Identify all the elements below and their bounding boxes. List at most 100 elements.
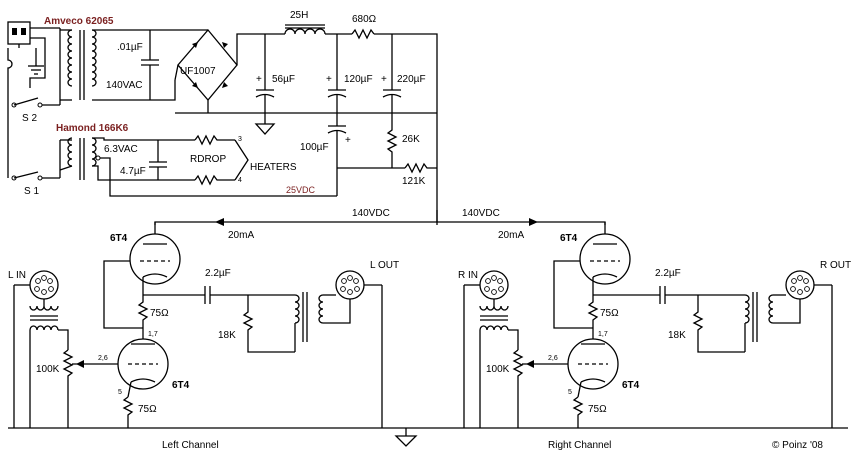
heaters-label: HEATERS xyxy=(250,162,297,173)
bridge-rectifier-icon xyxy=(174,28,238,102)
rdrop-resistor-1-icon xyxy=(194,134,235,146)
left-output-label: L OUT xyxy=(370,260,399,271)
cap-c2-label: 120µF xyxy=(344,74,373,85)
ac-plug-icon xyxy=(7,21,31,48)
right-output-transformer-icon xyxy=(744,292,774,352)
left-res-top-label: 75Ω xyxy=(150,308,169,319)
transformer-2-label: Hamond 166K6 xyxy=(56,123,129,134)
right-coupling-cap-label: 2.2µF xyxy=(655,268,681,279)
rdrop-label: RDROP xyxy=(190,154,226,165)
left-load-res-icon xyxy=(242,295,295,353)
right-res-bottom-label: 75Ω xyxy=(588,404,607,415)
cap-c4-label: 100µF xyxy=(300,142,329,153)
left-output-transformer-icon xyxy=(294,292,324,352)
right-load-res-label: 18K xyxy=(668,330,686,341)
right-pin26: 2,6 xyxy=(548,355,558,362)
right-output-label: R OUT xyxy=(820,260,851,271)
left-res-bottom-label: 75Ω xyxy=(138,404,157,415)
secondary-voltage-label: 140VAC xyxy=(106,80,143,91)
right-output-din-icon xyxy=(785,270,815,300)
rectifier-label: UF1007 xyxy=(180,66,216,77)
left-current-label: 20mA xyxy=(228,230,254,241)
left-pot-arrow-icon xyxy=(76,360,84,368)
left-load-res-label: 18K xyxy=(218,330,236,341)
cap-2-plus: + xyxy=(326,74,332,85)
power-transformer-icon xyxy=(60,29,97,101)
left-top-tube-icon xyxy=(103,222,181,329)
left-channel-label: Left Channel xyxy=(162,440,219,451)
right-load-res-icon xyxy=(692,295,745,353)
heater-pin3: 3 xyxy=(238,136,242,143)
right-input-label: R IN xyxy=(458,270,478,281)
switch-s2-icon xyxy=(11,28,61,108)
switch-s1-icon xyxy=(7,140,61,181)
arrow-right-icon xyxy=(529,218,538,226)
filter-capacitor-icon xyxy=(141,30,159,100)
left-coupling-cap-label: 2.2µF xyxy=(205,268,231,279)
heater-capacitor-icon xyxy=(149,140,167,180)
right-input-din-icon xyxy=(479,270,509,300)
left-pot-icon xyxy=(62,349,74,428)
filter-cap-label: .01µF xyxy=(117,42,143,53)
left-channel: 6T4 75Ω 2.2µF 18K L OUT L IN xyxy=(8,222,399,428)
ground-bus xyxy=(8,427,848,447)
cap-3-plus: + xyxy=(381,74,387,85)
heater-cap-label: 4.7µF xyxy=(120,166,146,177)
right-res-bottom-icon xyxy=(572,396,584,428)
b-plus-rail: 140VDC 140VDC 20mA 20mA xyxy=(154,208,606,241)
resistor-26k-label: 26K xyxy=(402,134,420,145)
cap-c3-label: 220µF xyxy=(397,74,426,85)
right-pot-icon xyxy=(512,349,524,428)
choke-inductor-icon xyxy=(284,24,326,35)
series-resistor-label: 680Ω xyxy=(352,14,377,25)
series-resistor-icon xyxy=(351,28,375,40)
right-channel-label: Right Channel xyxy=(548,440,611,451)
left-pin17: 1,7 xyxy=(148,331,158,338)
chassis-ground-icon xyxy=(28,48,44,75)
left-input-transformer-icon xyxy=(29,299,69,428)
left-pin5: 5 xyxy=(118,389,122,396)
power-supply: S 2 S 1 Amveco 62065 xyxy=(7,10,438,225)
switch-s2-label: S 2 xyxy=(22,113,37,124)
right-input-transformer-icon xyxy=(479,299,519,428)
reservoir-capacitor-3-icon xyxy=(382,34,402,113)
left-res-top-icon xyxy=(137,295,149,328)
right-pin5: 5 xyxy=(568,389,572,396)
main-ground-icon xyxy=(394,435,418,447)
reservoir-capacitor-2-icon xyxy=(327,34,347,113)
right-coupling-cap-icon xyxy=(659,286,745,304)
left-tube-bottom-label: 6T4 xyxy=(172,380,190,391)
right-top-tube-icon xyxy=(553,222,631,329)
heater-voltage-label: 6.3VAC xyxy=(104,144,138,155)
left-pot-label: 100K xyxy=(36,364,60,375)
right-bplus-label: 140VDC xyxy=(462,208,500,219)
cap-4-plus: + xyxy=(345,135,351,146)
right-pot-label: 100K xyxy=(486,364,510,375)
right-current-label: 20mA xyxy=(498,230,524,241)
right-pot-arrow-icon xyxy=(526,360,534,368)
rdrop-resistor-2-icon xyxy=(194,174,235,186)
right-channel: 6T4 75Ω 2.2µF 18K R OUT R IN xyxy=(458,222,851,428)
right-bottom-tube-icon xyxy=(567,328,619,398)
fuse-icon xyxy=(7,48,13,140)
left-input-din-icon xyxy=(29,270,59,300)
heater-bias-capacitor-icon xyxy=(327,113,347,196)
arrow-left-icon xyxy=(215,218,224,226)
transformer-1-label: Amveco 62065 xyxy=(44,16,114,27)
right-pin17: 1,7 xyxy=(598,331,608,338)
cap-c1-label: 56µF xyxy=(272,74,295,85)
right-res-top-label: 75Ω xyxy=(600,308,619,319)
right-tube-top-label: 6T4 xyxy=(560,233,578,244)
left-bplus-label: 140VDC xyxy=(352,208,390,219)
cap-56-label: + xyxy=(256,74,262,85)
right-tube-bottom-label: 6T4 xyxy=(622,380,640,391)
left-bottom-tube-icon xyxy=(117,328,169,398)
resistor-121k-label: 121K xyxy=(402,176,426,187)
left-output-din-icon xyxy=(335,270,365,300)
resistor-26k-icon xyxy=(386,113,398,168)
left-input-label: L IN xyxy=(8,270,26,281)
heater-transformer-icon xyxy=(59,137,97,180)
reservoir-capacitor-1-icon xyxy=(255,34,275,113)
left-tube-top-label: 6T4 xyxy=(110,233,128,244)
